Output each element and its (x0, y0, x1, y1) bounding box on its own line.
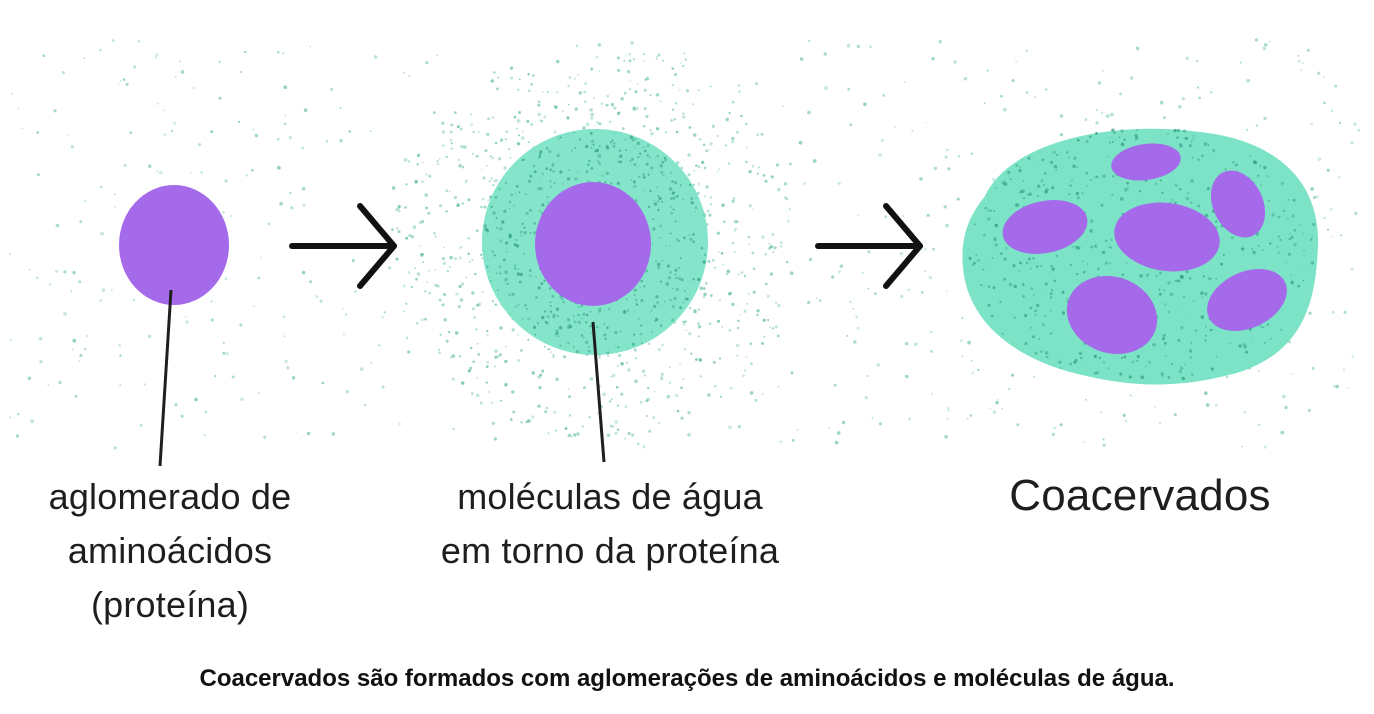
protein-droplet (1066, 275, 1158, 355)
label-coacervates: Coacervados (960, 466, 1320, 526)
label-line: moléculas de água (457, 476, 763, 517)
label-line: Coacervados (1009, 471, 1271, 520)
protein-blob (535, 182, 651, 306)
protein-droplet (1114, 202, 1220, 272)
label-amino-acid-cluster: aglomerado de aminoácidos (proteína) (10, 470, 330, 632)
label-line: aminoácidos (67, 530, 273, 571)
label-line: (proteína) (90, 584, 250, 625)
protein-droplet (1002, 200, 1088, 254)
stage-2-hydrated-protein (482, 129, 708, 463)
figure-caption: Coacervados são formados com aglomeraçõe… (199, 665, 1175, 692)
arrow-right-icon (289, 203, 397, 289)
pointer-line (591, 321, 606, 463)
pointer-line (158, 289, 173, 467)
label-line: em torno da proteína (440, 530, 780, 571)
protein-droplet (1111, 143, 1181, 181)
label-water-molecules: moléculas de água em torno da proteína (395, 470, 825, 578)
stage-3-coacervate (962, 128, 1319, 385)
protein-blob (119, 185, 229, 305)
protein-droplet (1207, 269, 1287, 331)
protein-droplet (1210, 170, 1266, 238)
stage-1-protein-cluster (119, 185, 229, 467)
label-line: aglomerado de (48, 476, 292, 517)
arrow-right-icon (815, 203, 923, 289)
